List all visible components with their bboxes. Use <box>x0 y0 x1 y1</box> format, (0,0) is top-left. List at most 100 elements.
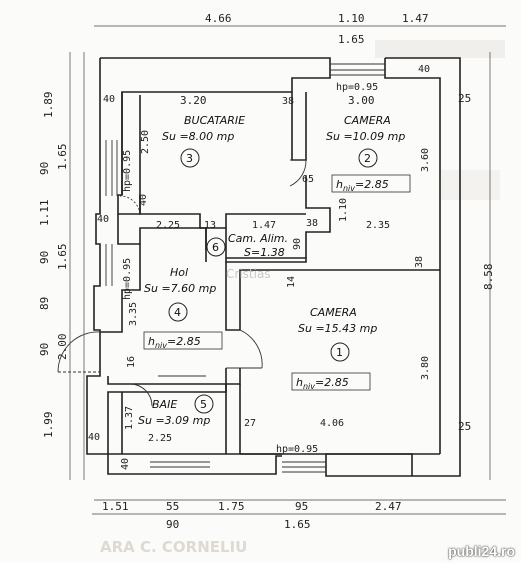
dim-left-3: 1.65 <box>56 144 69 171</box>
room-camera-1: CAMERA Su =15.43 mp 1 hniv=2.85 <box>291 306 377 391</box>
dim-bucatarie-width: 3.20 <box>180 94 207 107</box>
site-badge: publi24.ro <box>448 543 515 559</box>
room-area-pantry: S=1.38 <box>244 246 285 259</box>
window-left-lower <box>105 244 113 286</box>
door-arc-kitchen <box>119 195 141 215</box>
window-bath <box>150 461 210 468</box>
room-number-circle <box>194 394 214 414</box>
dim-left-8: 90 <box>38 343 51 356</box>
room-camera-2: CAMERA Su =10.09 mp 2 hniv=2.85 <box>326 114 411 193</box>
dim-40-e: 40 <box>88 432 100 443</box>
dim-2-35: 2.35 <box>366 220 390 231</box>
room-area-camera-1: Su =15.43 mp <box>298 322 377 335</box>
dim-2-50: 2.50 <box>140 130 151 154</box>
room-hol: Hol Su =7.60 mp 4 hniv=2.85 <box>143 266 223 350</box>
dim-right-3: 25 <box>458 420 471 433</box>
dim-bottom-3: 1.75 <box>218 500 245 513</box>
room-number-camera-1: 1 <box>336 346 343 359</box>
room-area-bucatarie: Su =8.00 mp <box>162 130 234 143</box>
dim-top-2: 1.10 <box>338 12 365 25</box>
dim-1-47: 1.47 <box>252 220 276 231</box>
dim-bottom-4: 95 <box>295 500 308 513</box>
dim-right-1: 25 <box>458 92 471 105</box>
hniv-label: hniv=2.85 <box>336 178 389 193</box>
hniv-box <box>331 174 411 193</box>
dim-left-9: 2.00 <box>56 334 69 361</box>
dim-40-a: 40 <box>103 94 115 105</box>
wall-pantry <box>225 228 307 263</box>
dim-right-2: 8.58 <box>482 264 495 291</box>
watermark: Cristias <box>226 267 271 281</box>
wall-camera2-lower <box>305 176 331 258</box>
dim-bottom-2: 55 <box>166 500 179 513</box>
dim-left-4: 1.11 <box>38 200 51 227</box>
room-area-camera-2: Su =10.09 mp <box>326 130 405 143</box>
dim-38-a: 38 <box>282 96 294 107</box>
dim-left-5: 90 <box>38 251 51 264</box>
room-name-baie: BAIE <box>152 398 177 411</box>
outer-wall-top-left <box>100 57 331 95</box>
room-name-hol: Hol <box>170 266 188 279</box>
dim-16: 16 <box>126 356 137 368</box>
dim-hp-bottom: hp=0.95 <box>276 444 318 455</box>
window-bottom <box>282 461 326 473</box>
dim-hp-left-upper: hp=0.95 <box>122 150 133 192</box>
wall-kitchen-camera2 <box>291 92 307 161</box>
room-number-circle <box>168 302 188 322</box>
dim-top-3: 1.47 <box>402 12 429 25</box>
room-number-circle <box>180 148 200 168</box>
room-number-circle <box>206 237 226 257</box>
dim-2-25-bot: 2.25 <box>148 433 172 444</box>
wall-bath-top <box>107 376 227 454</box>
dim-hp-left-lower: hp=0.95 <box>122 258 133 300</box>
dim-1-37: 1.37 <box>124 406 135 430</box>
faded-footer-text: ARA C. CORNELIU <box>100 538 247 556</box>
dim-40-c: 40 <box>97 214 109 225</box>
dim-13: 13 <box>204 220 216 231</box>
dim-left-1: 1.89 <box>42 92 55 119</box>
room-name-pantry: Cam. Alim. <box>228 232 288 245</box>
window-left-upper <box>105 140 118 196</box>
dim-90: 90 <box>292 238 303 250</box>
room-number-camera-2: 2 <box>364 152 371 165</box>
room-pantry: 6 Cam. Alim. S=1.38 <box>206 232 288 259</box>
door-arc-bath <box>129 383 153 407</box>
hniv-label: hniv=2.85 <box>148 335 201 350</box>
room-number-hol: 4 <box>174 306 181 319</box>
dim-bottom-5: 2.47 <box>375 500 402 513</box>
dim-hp-top: hp=0.95 <box>336 82 378 93</box>
dim-left-10: 1.99 <box>42 412 55 439</box>
dim-38-b: 38 <box>306 218 318 229</box>
dimension-lines <box>69 25 506 515</box>
wall-hall-camera1-lower <box>225 368 241 385</box>
window-top <box>330 63 385 76</box>
room-number-bucatarie: 3 <box>186 152 193 165</box>
room-name-camera-2: CAMERA <box>344 114 391 127</box>
inner-wall-top-right <box>384 58 441 454</box>
dim-40-d: 40 <box>138 194 149 206</box>
dim-bottom-1: 1.51 <box>102 500 129 513</box>
door-arc-camera1 <box>239 329 263 369</box>
dim-14: 14 <box>286 276 297 288</box>
dim-left-6: 1.65 <box>56 244 69 271</box>
dim-40-b: 40 <box>418 64 430 75</box>
room-number-circle <box>330 342 350 362</box>
dim-4-06: 4.06 <box>320 418 344 429</box>
room-name-camera-1: CAMERA <box>310 306 357 319</box>
dim-camera2-width: 3.00 <box>348 94 375 107</box>
dim-bottom-6: 90 <box>166 518 179 531</box>
dim-38-c: 38 <box>414 256 425 268</box>
hniv-box <box>291 372 371 391</box>
dim-27: 27 <box>244 418 256 429</box>
wall-hall-left <box>100 244 141 333</box>
door-arc-hall <box>57 331 101 373</box>
dim-3-35: 3.35 <box>128 302 139 326</box>
room-baie: BAIE 5 Su =3.09 mp <box>138 394 214 427</box>
hniv-box <box>143 331 223 350</box>
hniv-label: hniv=2.85 <box>296 376 349 391</box>
dim-bottom-7: 1.65 <box>284 518 311 531</box>
room-bucatarie: BUCATARIE Su =8.00 mp 3 <box>162 114 245 168</box>
dim-top-4: 1.65 <box>338 33 365 46</box>
